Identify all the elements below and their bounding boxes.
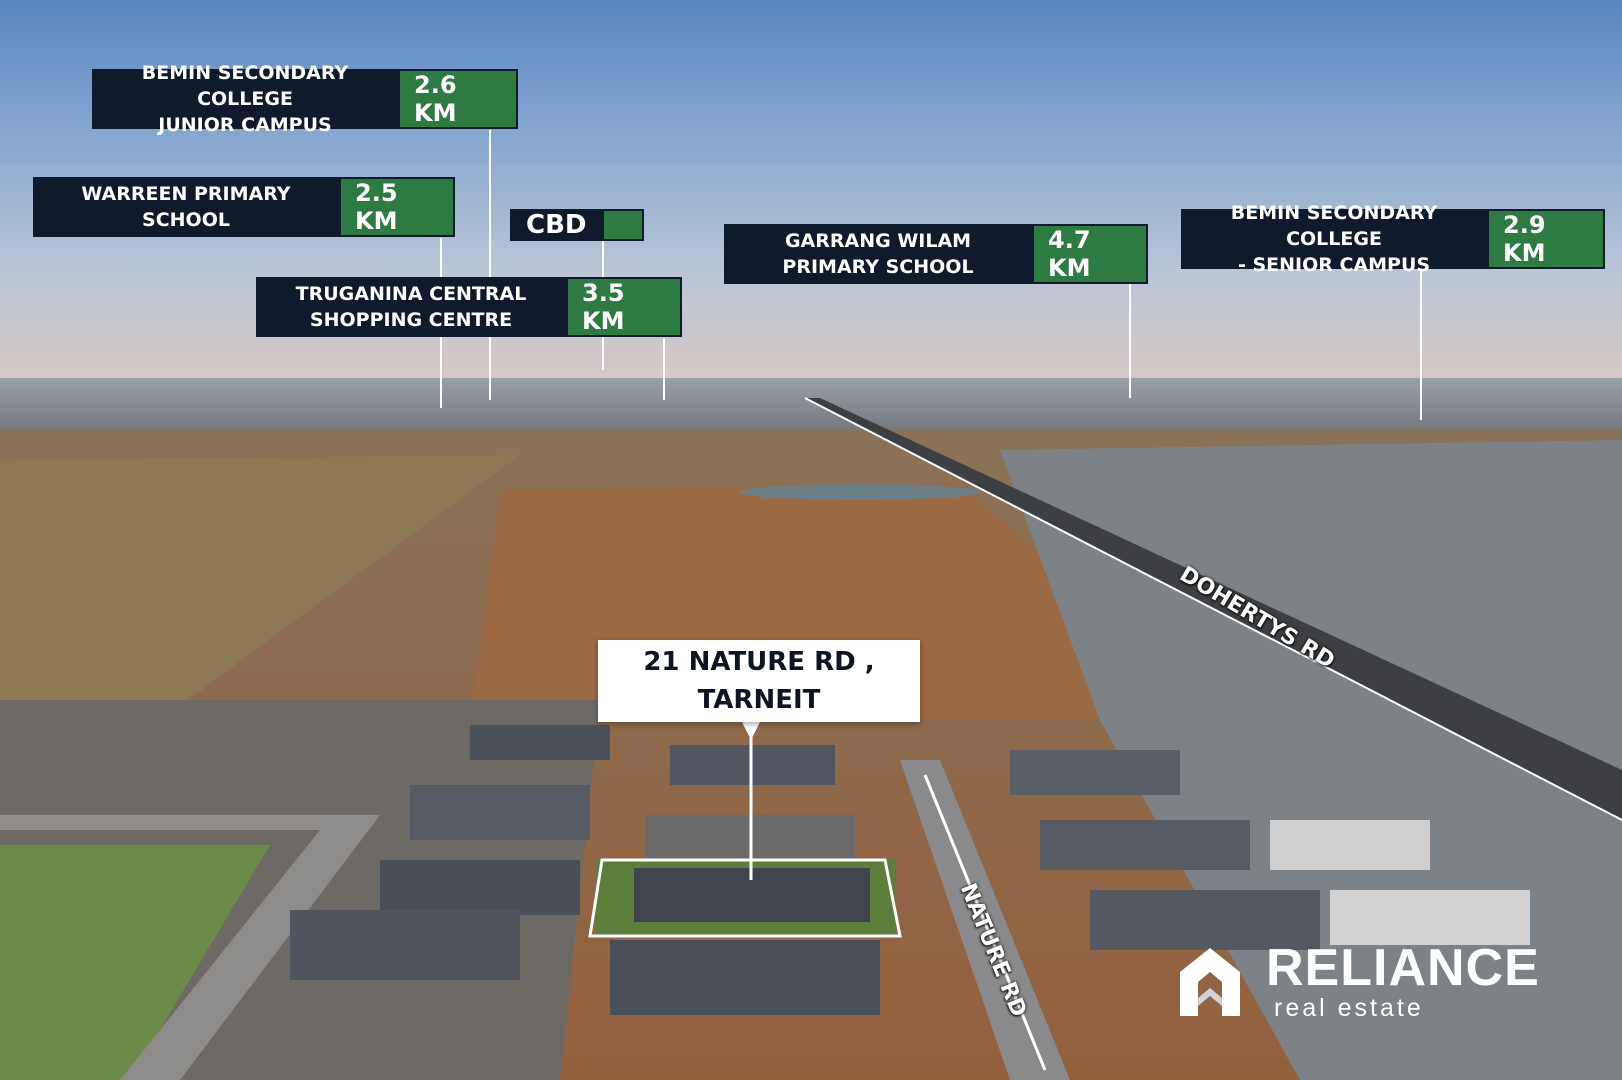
brand-name: RELIANCE (1266, 939, 1540, 997)
brand-tagline: real estate (1274, 994, 1424, 1022)
reliance-logo: RELIANCE real estate (1180, 942, 1540, 1022)
house-block (610, 940, 880, 1015)
park-grass (0, 845, 270, 1080)
house-block (1270, 820, 1430, 870)
left-fields (0, 455, 520, 730)
poi-distance: 4.7 KM (1032, 224, 1148, 284)
poi-name: WARREEN PRIMARY SCHOOL (33, 177, 339, 237)
property-address-label: 21 NATURE RD , TARNEIT (598, 640, 920, 722)
house-block (1330, 890, 1530, 945)
poi-distance: 2.6 KM (398, 69, 518, 129)
house-block (470, 725, 610, 760)
left-road (0, 815, 380, 1080)
poi-label-bemin-junior-campus: BEMIN SECONDARY COLLEGE JUNIOR CAMPUS 2.… (92, 62, 518, 136)
poi-name: BEMIN SECONDARY COLLEGE - SENIOR CAMPUS (1181, 202, 1487, 276)
dohertys-road-edge (804, 397, 1622, 821)
poi-label-truganina-shopping: TRUGANINA CENTRAL SHOPPING CENTRE 3.5 KM (256, 277, 682, 337)
poi-distance: 2.9 KM (1487, 209, 1605, 269)
house-block (290, 910, 520, 980)
house-block (1090, 890, 1320, 950)
poi-label-cbd: CBD (510, 209, 645, 241)
house-block (1040, 820, 1250, 870)
poi-name: TRUGANINA CENTRAL SHOPPING CENTRE (256, 277, 566, 337)
nature-road-edge (923, 774, 1047, 1071)
poi-label-warreen-primary: WARREEN PRIMARY SCHOOL 2.5 KM (33, 177, 455, 237)
distant-suburbs (0, 378, 1622, 438)
poi-label-garrang-wilam: GARRANG WILAM PRIMARY SCHOOL 4.7 KM (724, 224, 1148, 284)
house-logo-icon (1180, 948, 1240, 1016)
property-outline (588, 858, 902, 938)
house-block (1010, 750, 1180, 795)
house-block (410, 785, 590, 840)
poi-name: GARRANG WILAM PRIMARY SCHOOL (724, 224, 1032, 284)
address-line-2: TARNEIT (697, 685, 821, 715)
poi-distance-swatch (602, 209, 645, 241)
address-pointer (742, 722, 760, 740)
poi-distance: 3.5 KM (566, 277, 682, 337)
pond (740, 484, 980, 500)
poi-label-bemin-senior-campus: BEMIN SECONDARY COLLEGE - SENIOR CAMPUS … (1181, 202, 1605, 276)
address-line-1: 21 NATURE RD , (643, 647, 875, 677)
poi-name: CBD (510, 209, 603, 241)
house-block (380, 860, 580, 915)
poi-distance: 2.5 KM (339, 177, 455, 237)
poi-name: BEMIN SECONDARY COLLEGE JUNIOR CAMPUS (92, 62, 398, 136)
